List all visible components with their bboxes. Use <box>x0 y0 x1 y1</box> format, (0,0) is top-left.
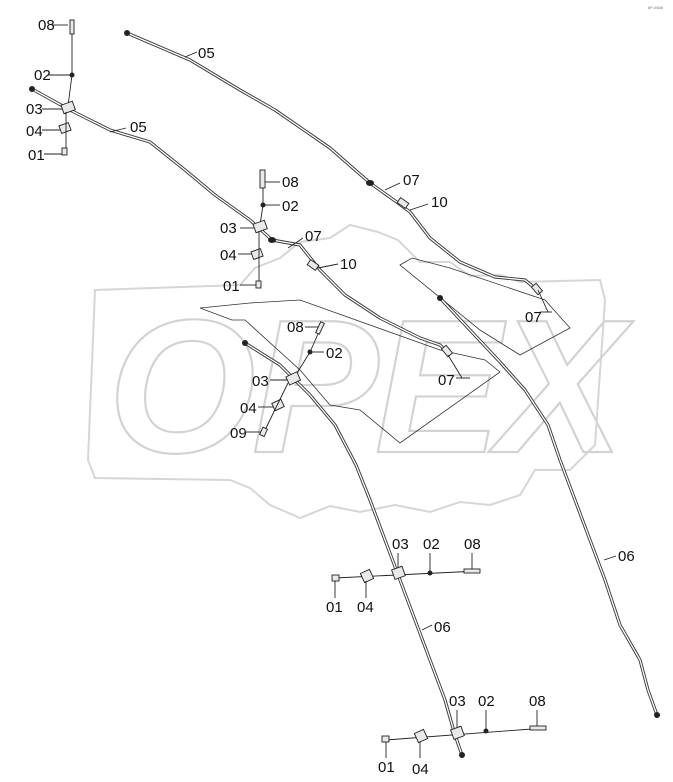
detail-frame-right <box>399 257 571 356</box>
callout-f06: 06 <box>434 619 451 636</box>
callout-g03: 03 <box>449 693 466 710</box>
callout-c08: 08 <box>282 174 299 191</box>
callout-e07: 07 <box>525 309 542 326</box>
callout-f01: 01 <box>326 599 343 616</box>
callout-d03: 03 <box>252 373 269 390</box>
pipe-06-right <box>438 296 659 717</box>
pipe-05-upper <box>125 31 539 292</box>
detail-frame-center <box>199 299 501 444</box>
watermark-logo: OPEX <box>86 223 639 520</box>
callout-b10: 10 <box>431 194 448 211</box>
callout-f03: 03 <box>392 536 409 553</box>
callout-c01: 01 <box>223 278 240 295</box>
callout-g08: 08 <box>529 693 546 710</box>
callout-d07: 07 <box>438 372 455 389</box>
callout-c03: 03 <box>220 220 237 237</box>
callout-d04: 04 <box>240 400 257 417</box>
pipe-06-center <box>243 341 464 757</box>
callout-d09: 09 <box>230 425 247 442</box>
callout-c04: 04 <box>220 247 237 264</box>
callout-f08: 08 <box>464 536 481 553</box>
callout-e06: 06 <box>618 548 635 565</box>
callout-f04: 04 <box>357 599 374 616</box>
watermark-text: OPEX <box>108 281 634 493</box>
callout-g01: 01 <box>378 759 395 776</box>
callout-a03: 03 <box>26 101 43 118</box>
right-callouts: 07 06 <box>525 289 635 565</box>
callout-a04: 04 <box>26 123 43 140</box>
callout-d02: 02 <box>326 345 343 362</box>
callout-a01: 01 <box>28 147 45 164</box>
callout-b05: 05 <box>130 119 147 136</box>
callout-c02: 02 <box>282 198 299 215</box>
clamp-assembly-f: 03 02 08 01 04 06 <box>326 536 481 636</box>
callout-f02: 02 <box>423 536 440 553</box>
fittings <box>29 30 660 758</box>
callout-b07: 07 <box>403 172 420 189</box>
callout-a08: 08 <box>38 17 55 34</box>
callout-a02: 02 <box>34 67 51 84</box>
callout-c07: 07 <box>305 228 322 245</box>
callout-d08: 08 <box>287 319 304 336</box>
callout-a05: 05 <box>198 45 215 62</box>
clamp-assembly-a: 08 02 03 04 01 05 05 07 10 <box>26 17 448 211</box>
clamp-assembly-g: 03 02 08 01 04 <box>378 693 547 778</box>
corner-code: 6P-6666 <box>648 5 664 10</box>
clamp-assembly-c: 08 02 03 04 01 07 10 <box>220 169 357 295</box>
clamp-assembly-d: 08 02 03 04 09 07 <box>230 319 470 442</box>
callout-c10: 10 <box>340 256 357 273</box>
callout-g04: 04 <box>412 761 429 778</box>
callout-g02: 02 <box>478 693 495 710</box>
